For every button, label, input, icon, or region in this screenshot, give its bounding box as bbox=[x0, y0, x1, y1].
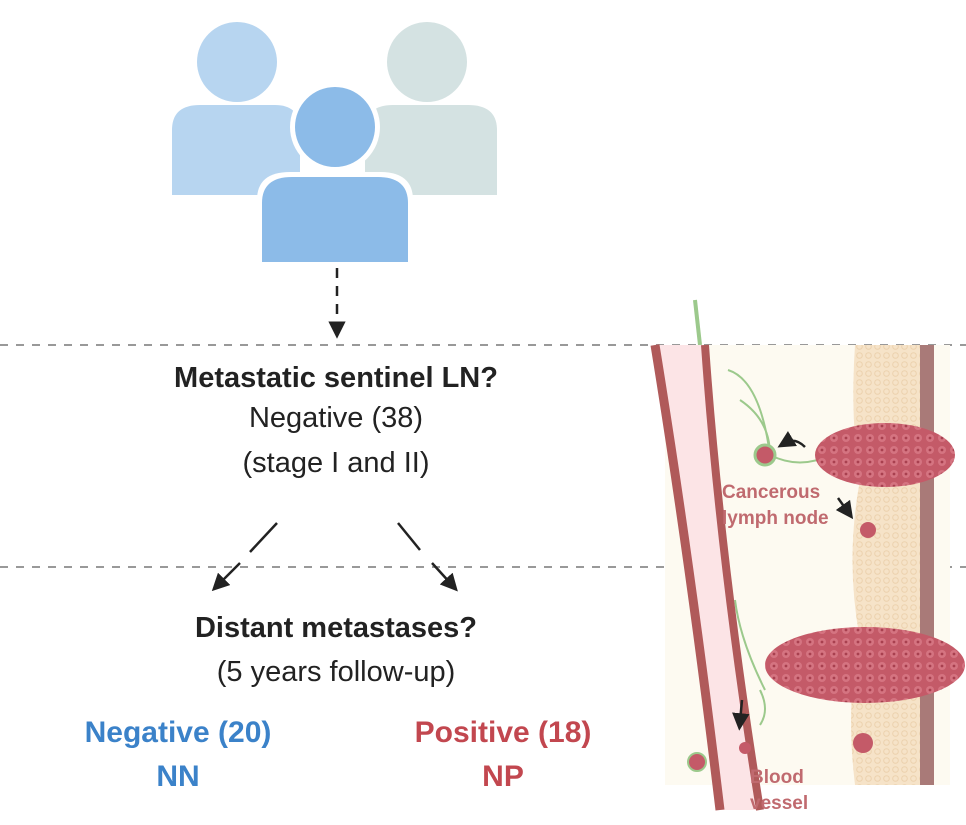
arrow-split-icon bbox=[211, 522, 458, 592]
question1-result: Negative (38) bbox=[248, 402, 424, 434]
group-negative-code: NN bbox=[156, 760, 200, 793]
patients-group-icon bbox=[172, 22, 497, 267]
lymph-node-illustration bbox=[650, 299, 965, 811]
lymph-node-label: Cancerous lymph node bbox=[722, 482, 829, 529]
group-negative-label: Negative (20) bbox=[84, 716, 272, 749]
question2-title: Distant metastases? bbox=[194, 612, 478, 644]
blood-vessel-label: Blood vessel bbox=[750, 767, 809, 814]
group-positive-code: NP bbox=[482, 760, 524, 793]
question1-title: Metastatic sentinel LN? bbox=[174, 362, 498, 394]
group-positive-label: Positive (18) bbox=[414, 716, 592, 749]
question2-note: (5 years follow-up) bbox=[216, 656, 456, 688]
question1-note: (stage I and II) bbox=[242, 447, 430, 479]
